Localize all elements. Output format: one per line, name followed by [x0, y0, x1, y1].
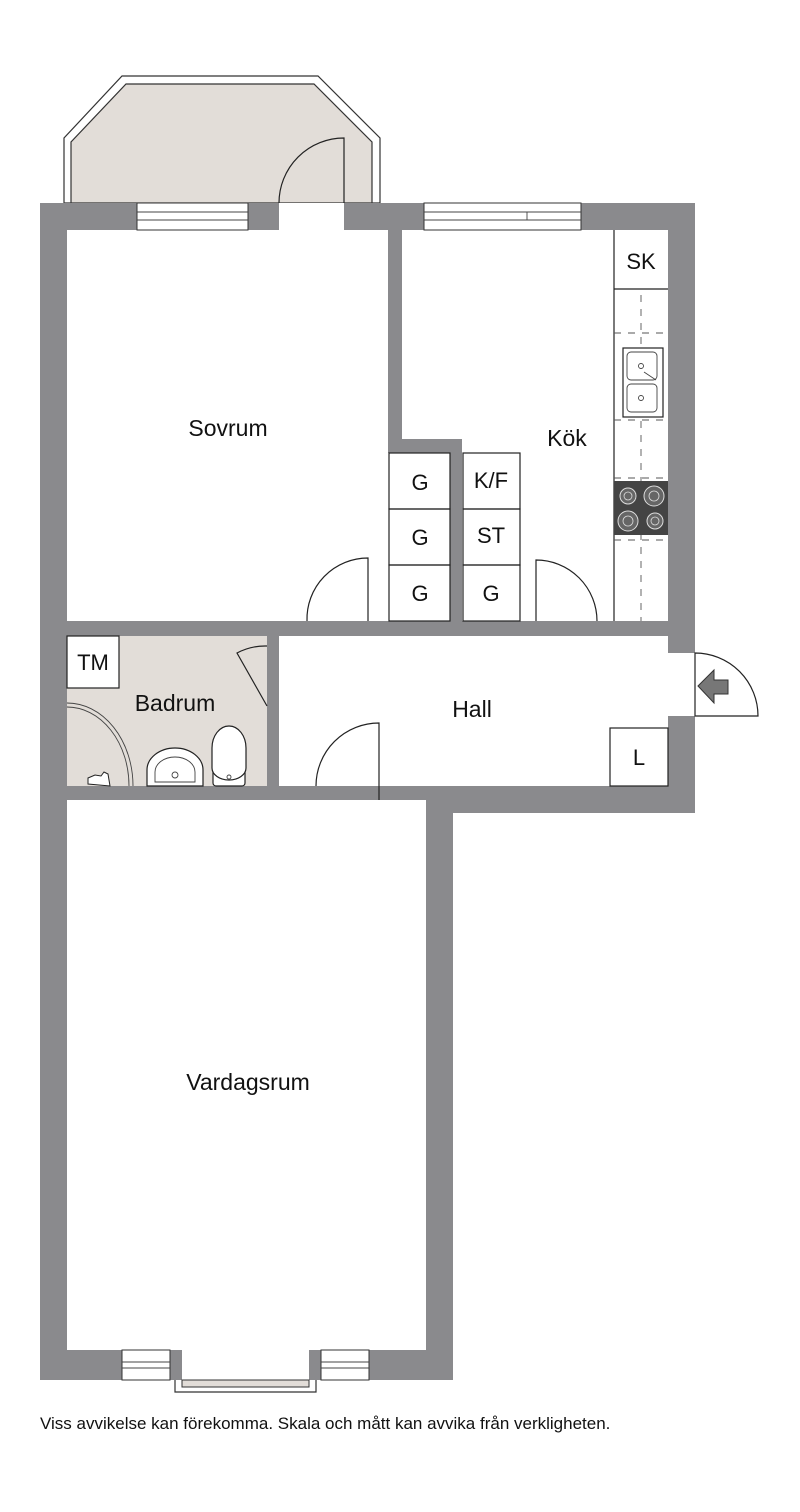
stove-icon [614, 481, 668, 535]
label-hall: Hall [452, 696, 492, 722]
label-wardrobe: G [411, 470, 428, 495]
label-wardrobe: G [411, 581, 428, 606]
label-washing-machine: TM [77, 650, 109, 675]
label-linen-closet: L [633, 745, 645, 770]
label-bedroom: Sovrum [188, 415, 267, 441]
kitchen-sink-icon [622, 347, 664, 418]
label-storage: ST [477, 523, 505, 548]
walls [40, 203, 695, 1380]
bathroom-fixtures [66, 702, 247, 787]
label-kitchen: Kök [547, 425, 587, 451]
doors [236, 137, 759, 800]
toilet-icon [211, 725, 247, 787]
disclaimer-text: Viss avvikelse kan förekomma. Skala och … [40, 1414, 611, 1433]
label-bathroom: Badrum [135, 690, 216, 716]
label-living-room: Vardagsrum [186, 1069, 310, 1095]
living-room-area [67, 800, 426, 1350]
hall-area [279, 636, 695, 786]
bedroom-area [67, 230, 388, 621]
label-wardrobe: G [482, 581, 499, 606]
closets [66, 452, 669, 787]
kitchen-counter [613, 230, 668, 621]
shower-icon [66, 702, 134, 787]
windows [121, 202, 582, 1393]
label-wardrobe: G [411, 525, 428, 550]
washbasin-icon [146, 747, 204, 787]
label-fridge-freezer: K/F [474, 468, 508, 493]
entrance-arrow-icon [697, 668, 729, 705]
label-cabinet: SK [626, 249, 656, 274]
